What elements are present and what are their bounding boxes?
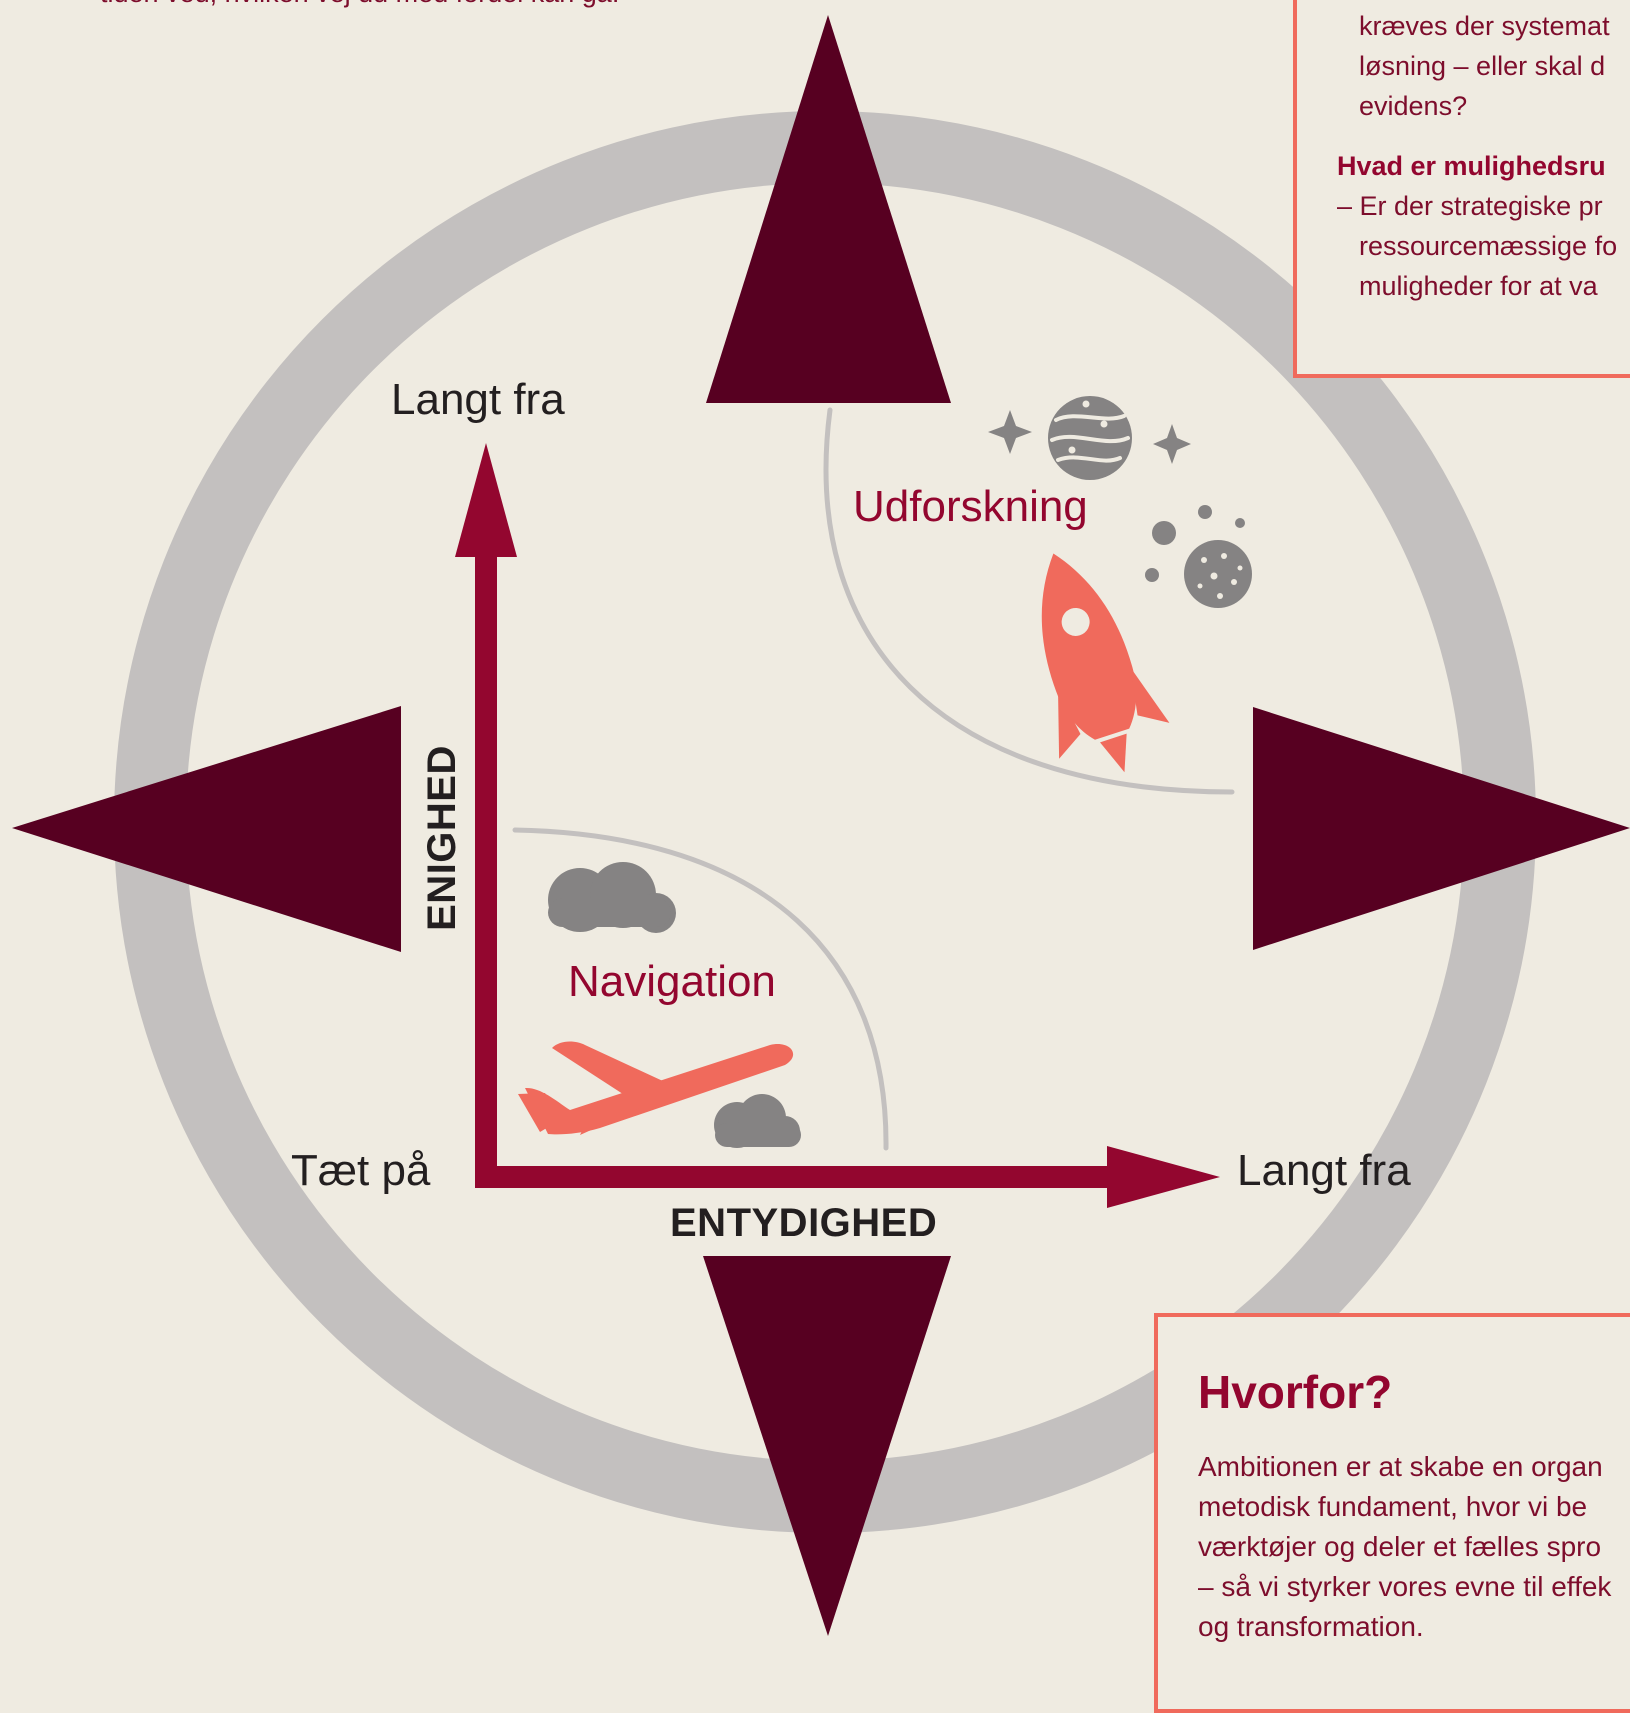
compass-point-west: [12, 706, 401, 952]
plane-icon: [518, 1041, 794, 1135]
why-title: Hvorfor?: [1198, 1366, 1393, 1418]
planet-icon: [1048, 396, 1132, 480]
cloud-icon: [548, 862, 676, 933]
questions-line: ressourcemæssige fo: [1359, 231, 1618, 261]
questions-line: løsning – eller skal d: [1359, 51, 1606, 81]
why-body: Ambitionen er at skabe en organ metodisk…: [1198, 1447, 1630, 1647]
explore-arc: [823, 407, 1235, 795]
compass-point-east: [1253, 707, 1630, 950]
questions-line: evidens?: [1359, 91, 1468, 121]
why-line: metodisk fundament, hvor vi be: [1198, 1491, 1588, 1522]
x-axis-right-label: Langt fra: [1237, 1146, 1411, 1195]
questions-heading: Hvad er mulighedsru: [1337, 151, 1606, 181]
y-axis-top-label: Langt fra: [391, 375, 565, 424]
sparkle-icon: [988, 410, 1032, 454]
questions-line: muligheder for at va: [1359, 271, 1598, 301]
explore-label: Udforskning: [853, 482, 1088, 531]
axis-arrows: [455, 443, 1220, 1208]
why-line: Ambitionen er at skabe en organ: [1198, 1451, 1603, 1482]
questions-line: – Er der strategiske pr: [1337, 191, 1603, 221]
why-line: værktøjer og deler et fælles spro: [1198, 1531, 1602, 1562]
y-axis-name: ENIGHED: [420, 745, 464, 931]
questions-line: kræves der systemat: [1359, 11, 1610, 41]
cloud-icon: [714, 1094, 801, 1148]
why-box: Hvorfor? Ambitionen er at skabe en organ…: [1154, 1313, 1630, 1713]
moons-icon: [1145, 505, 1252, 608]
questions-box: kræves der systemat løsning – eller skal…: [1293, 0, 1630, 378]
compass-point-south: [703, 1256, 951, 1636]
compass-point-north: [706, 15, 951, 403]
x-axis-arrowhead: [1107, 1146, 1220, 1208]
sparkle-icon: [1153, 424, 1191, 464]
intro-text: tiden ved, hvilken vej du med fordel kan…: [100, 0, 619, 9]
navigation-label: Navigation: [568, 957, 776, 1006]
x-axis-left-label: Tæt på: [291, 1146, 431, 1195]
axis-lines: [475, 553, 1112, 1188]
y-axis-arrowhead: [455, 443, 517, 557]
why-line: og transformation.: [1198, 1611, 1424, 1642]
rocket-icon: [1041, 553, 1170, 773]
compass-diagram: [12, 15, 1630, 1636]
why-line: – så vi styrker vores evne til effek: [1198, 1571, 1612, 1602]
x-axis-name: ENTYDIGHED: [670, 1201, 938, 1245]
navigation-arc: [512, 827, 889, 1151]
